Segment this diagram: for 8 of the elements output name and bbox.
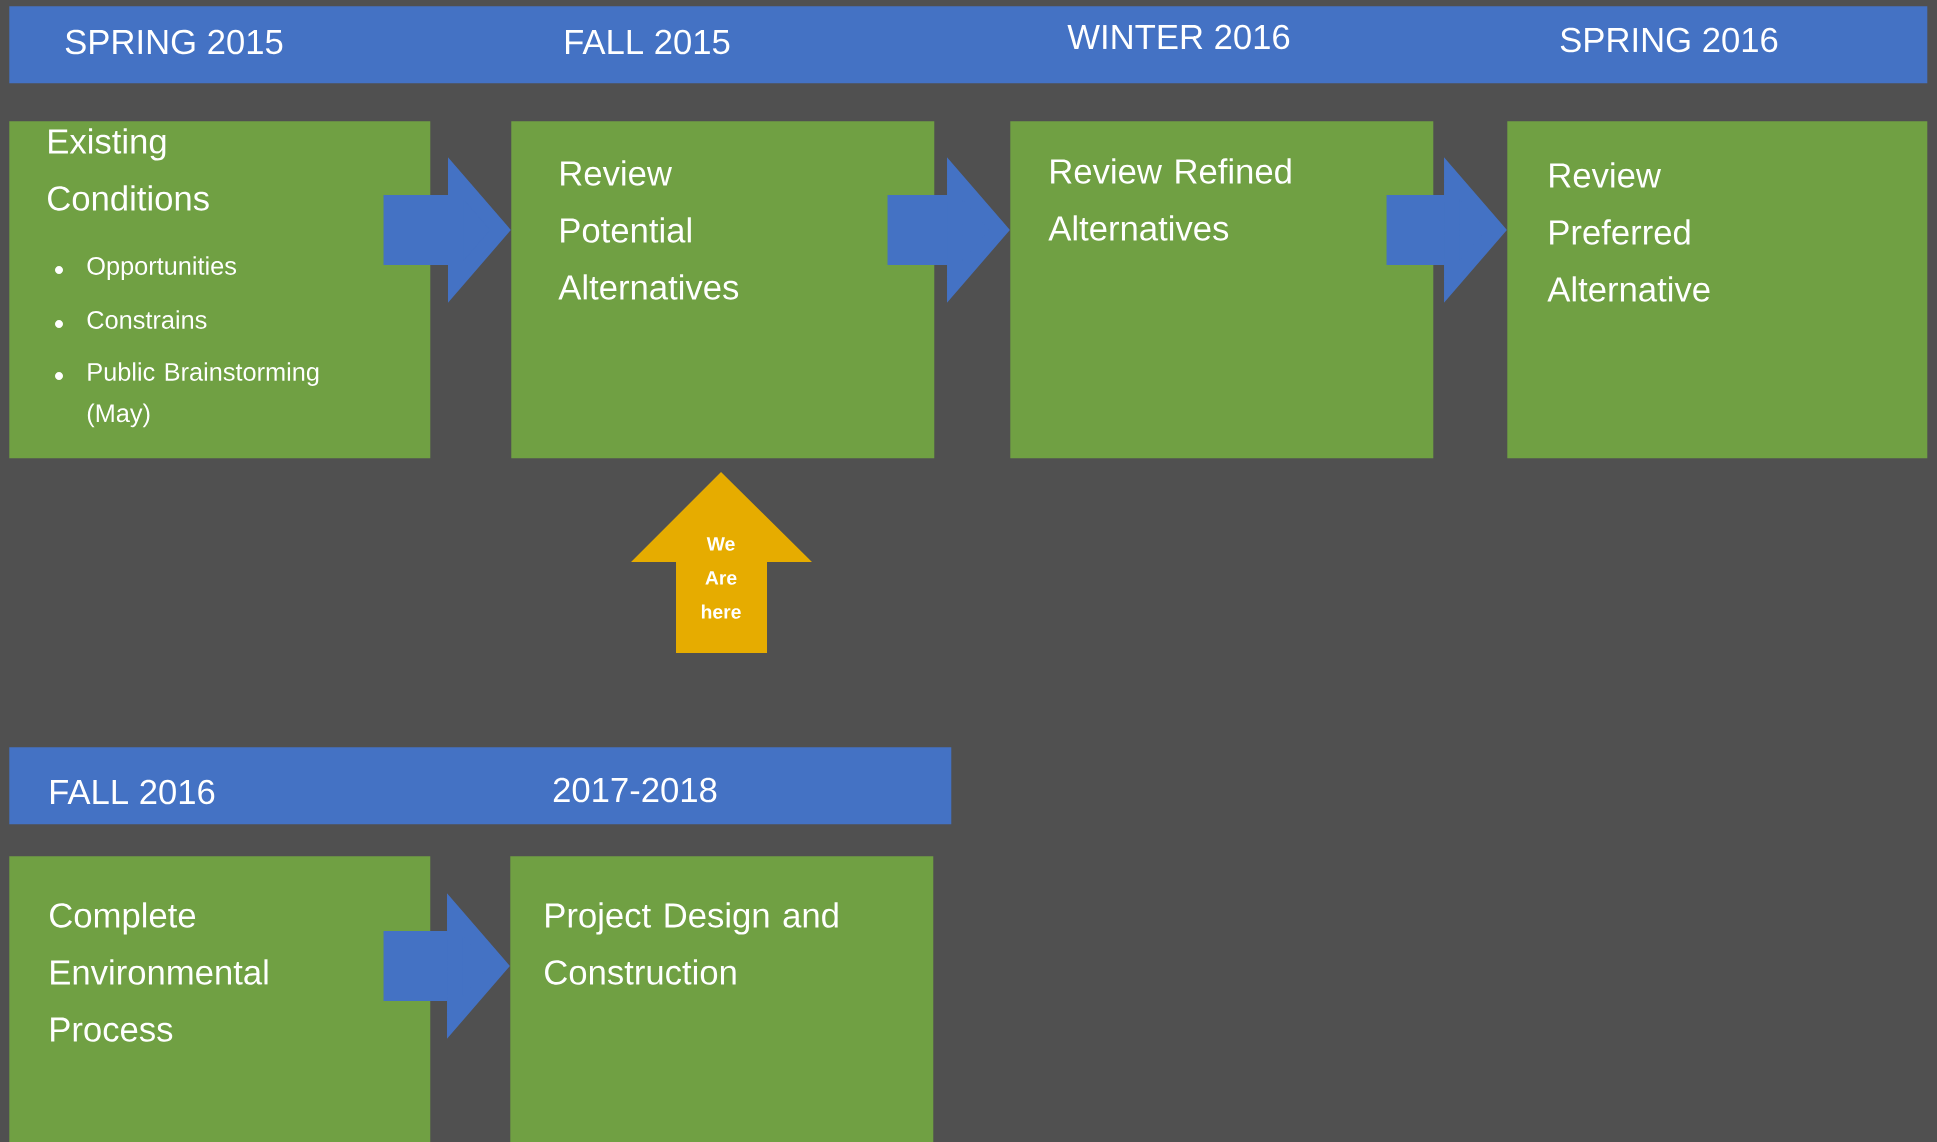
stage-box: Review Preferred Alternative — [1507, 121, 1928, 459]
stage-box: Review Refined Alternatives — [1010, 121, 1434, 459]
stage-box: Complete Environmental Process — [9, 856, 431, 1142]
timeline-band: SPRING 2015 FALL 2015 WINTER 2016 SPRING 2016 — [9, 6, 1928, 84]
stage-box: Existing Conditions Opportunities Constrains Public Brainstorming (May) — [9, 121, 431, 459]
stage-box: Project Design and Construction — [510, 856, 934, 1142]
timeline-band: FALL 2016 2017-2018 — [9, 747, 952, 825]
stage-box: Review Potential Alternatives — [511, 121, 935, 459]
